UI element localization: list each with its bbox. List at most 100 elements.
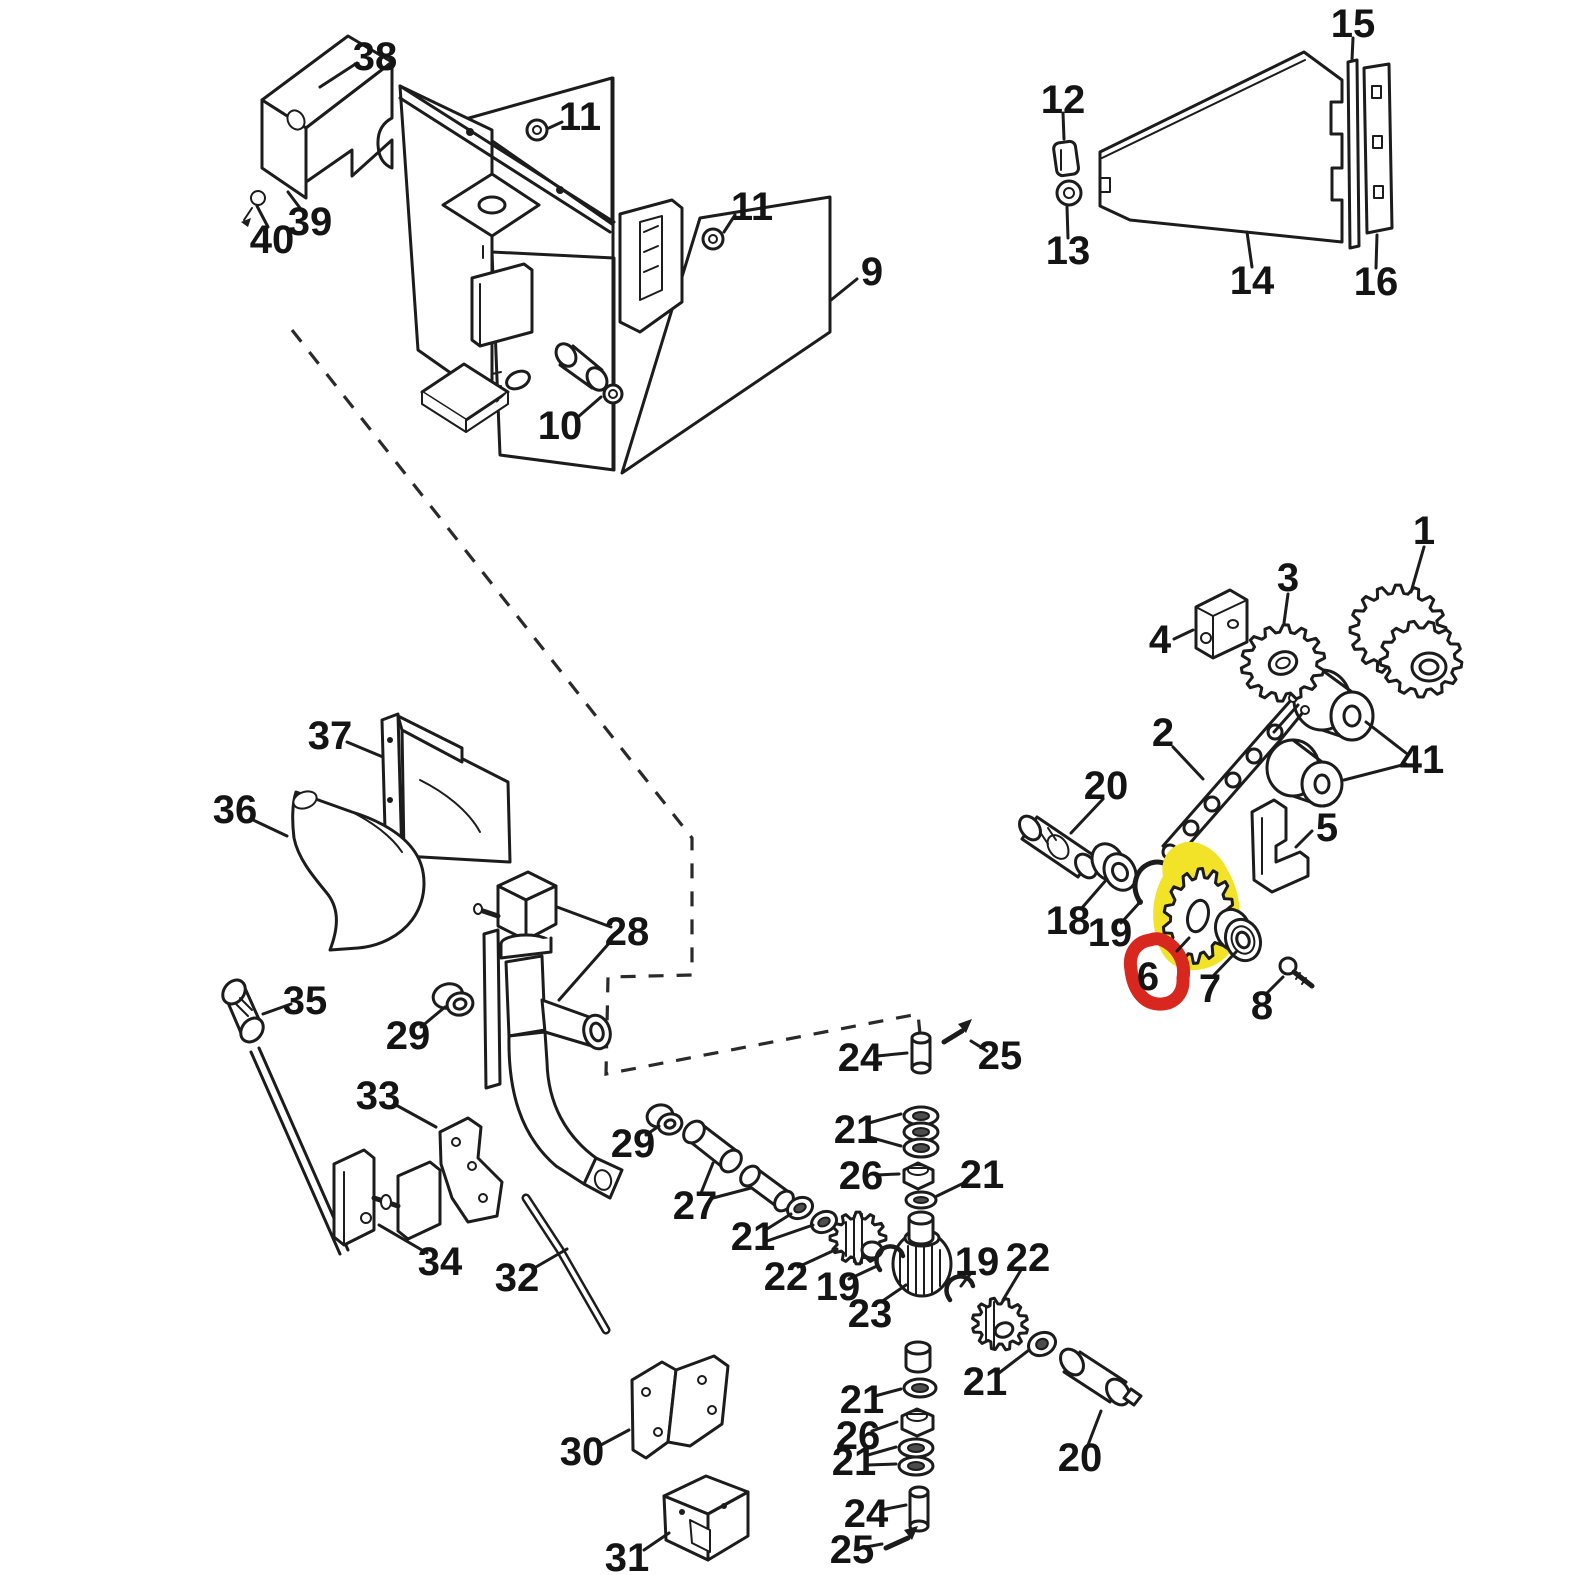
part-label-21: 21 bbox=[963, 1360, 1008, 1404]
leader-line-part-1 bbox=[1409, 545, 1426, 594]
part-label-8: 8 bbox=[1251, 984, 1273, 1028]
leader-line-part-35 bbox=[261, 1002, 293, 1016]
part-label-21: 21 bbox=[840, 1378, 885, 1422]
part-label-40: 40 bbox=[250, 218, 295, 262]
leader-line-part-23 bbox=[879, 1283, 908, 1304]
part-14-guard-drawing bbox=[1052, 50, 1394, 250]
part-21-rings-drawing bbox=[785, 1195, 839, 1235]
leader-line-part-25 bbox=[864, 1542, 884, 1549]
leader-line-part-11 bbox=[722, 213, 737, 234]
part-label-10: 10 bbox=[538, 404, 583, 448]
part-6-red-circle bbox=[1123, 932, 1191, 1011]
leader-line-part-21 bbox=[765, 1212, 793, 1231]
part-label-20: 20 bbox=[1058, 1436, 1103, 1480]
leader-line-part-32 bbox=[534, 1247, 569, 1269]
part-label-20: 20 bbox=[1084, 764, 1129, 808]
leader-line-part-41 bbox=[1342, 762, 1408, 782]
leader-line-part-19 bbox=[1119, 899, 1143, 925]
part-label-41: 41 bbox=[1400, 738, 1445, 782]
part-label-18: 18 bbox=[1046, 899, 1091, 943]
leader-line-part-24 bbox=[875, 1051, 909, 1058]
leader-line-part-15 bbox=[1350, 36, 1355, 62]
part-label-6-highlighted: 6 bbox=[1137, 955, 1159, 999]
part-label-34: 34 bbox=[418, 1240, 463, 1284]
gear-details bbox=[845, 650, 1448, 1349]
part-label-38: 38 bbox=[353, 35, 398, 79]
part-label-22: 22 bbox=[764, 1255, 809, 1299]
part-35-pin-drawing bbox=[221, 978, 350, 1256]
part-label-21: 21 bbox=[832, 1440, 877, 1484]
leader-line-part-29 bbox=[644, 1124, 661, 1137]
part-34-bracket-drawing bbox=[332, 1148, 442, 1247]
leader-line-part-20 bbox=[1086, 1409, 1103, 1447]
leader-line-part-26 bbox=[870, 1420, 899, 1433]
leader-line-part-27 bbox=[711, 1186, 753, 1200]
leader-line-part-29 bbox=[419, 1005, 447, 1029]
leader-line-part-2 bbox=[1171, 745, 1205, 781]
leader-line-part-27 bbox=[699, 1161, 715, 1195]
leader-line-part-30 bbox=[597, 1428, 631, 1448]
part-20-shaft-bottom-drawing bbox=[1026, 1330, 1143, 1407]
part-label-37: 37 bbox=[308, 714, 353, 758]
part-label-4: 4 bbox=[1149, 618, 1172, 662]
leader-line-part-40 bbox=[255, 204, 270, 229]
part-38-bracket-drawing bbox=[241, 34, 394, 227]
part-label-29: 29 bbox=[386, 1014, 431, 1058]
part-label-2: 2 bbox=[1152, 711, 1174, 755]
leader-line-part-12 bbox=[1061, 111, 1066, 141]
leader-line-part-37 bbox=[345, 740, 385, 759]
leader-line-part-36 bbox=[249, 817, 289, 838]
leader-line-part-18 bbox=[1079, 877, 1109, 911]
part-2-chain-drawing bbox=[1161, 693, 1310, 861]
leader-line-part-11 bbox=[547, 120, 564, 130]
leader-line-part-10 bbox=[576, 395, 603, 419]
leader-line-part-19 bbox=[959, 1271, 973, 1288]
leader-line-part-31 bbox=[642, 1531, 671, 1552]
part-label-19: 19 bbox=[816, 1265, 861, 1309]
part-label-26: 26 bbox=[836, 1414, 881, 1458]
part-label-33: 33 bbox=[356, 1074, 401, 1118]
part-label-9: 9 bbox=[861, 250, 883, 294]
part-31-bracket-drawing bbox=[662, 1474, 750, 1562]
leader-line-part-33 bbox=[394, 1103, 438, 1129]
part-33-plate-drawing bbox=[438, 1116, 504, 1224]
part-label-14: 14 bbox=[1230, 259, 1275, 303]
part-label-32: 32 bbox=[495, 1256, 540, 1300]
leader-line-part-4 bbox=[1172, 628, 1195, 641]
part-9-box-assembly-drawing bbox=[398, 76, 832, 475]
part-label-24: 24 bbox=[844, 1492, 889, 1536]
part-label-23: 23 bbox=[848, 1292, 893, 1336]
part-label-30: 30 bbox=[560, 1430, 605, 1474]
part-5-bracket-drawing bbox=[1250, 798, 1310, 894]
leader-line-part-8 bbox=[1265, 975, 1285, 995]
part-label-21: 21 bbox=[731, 1215, 776, 1259]
leader-line-part-21 bbox=[873, 1387, 903, 1398]
leader-line-part-16 bbox=[1374, 233, 1379, 270]
part-19-rings-drawing bbox=[874, 1244, 976, 1303]
part-30-bracket-drawing bbox=[630, 1354, 730, 1460]
leader-line-part-22 bbox=[796, 1247, 839, 1269]
part-label-11: 11 bbox=[559, 95, 601, 139]
leader-line-part-39 bbox=[286, 190, 302, 210]
part-label-26: 26 bbox=[839, 1154, 884, 1198]
leader-line-part-34 bbox=[377, 1223, 429, 1255]
part-18-bushing-drawing bbox=[1090, 842, 1138, 892]
leader-line-part-19 bbox=[847, 1264, 879, 1281]
leader-line-part-21 bbox=[867, 1135, 903, 1148]
leader-line-part-14 bbox=[1245, 230, 1254, 269]
part-label-35: 35 bbox=[283, 979, 328, 1023]
part-29-bushings-drawing bbox=[431, 982, 684, 1136]
part-32-rod-drawing bbox=[521, 1193, 611, 1335]
leader-line-part-22 bbox=[1001, 1268, 1023, 1302]
leader-line-part-21 bbox=[935, 1179, 970, 1198]
part-8-bolt-drawing bbox=[1278, 956, 1315, 989]
leader-line-part-24 bbox=[879, 1503, 908, 1512]
part-label-36: 36 bbox=[213, 788, 258, 832]
part-label-28: 28 bbox=[605, 910, 650, 954]
part-28-arm-drawing bbox=[473, 870, 624, 1200]
leader-line-part-6 bbox=[1175, 936, 1191, 953]
leader-line-part-20 bbox=[1069, 797, 1105, 835]
leader-line-part-21 bbox=[765, 1223, 815, 1243]
